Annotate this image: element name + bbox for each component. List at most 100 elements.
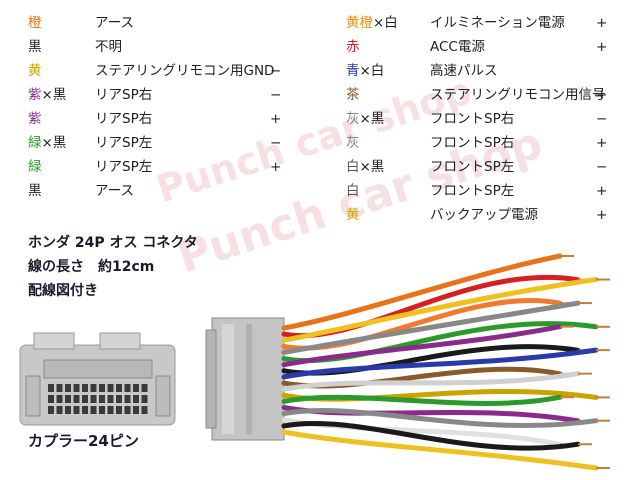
color-part: 青 bbox=[346, 63, 360, 79]
wire-function-label: リアSP左 bbox=[95, 159, 153, 175]
legend-row: 緑×黒リアSP左− bbox=[28, 132, 290, 154]
color-part: 黒 bbox=[28, 183, 42, 199]
wire bbox=[281, 300, 581, 355]
diagram-included: 配線図付き bbox=[28, 283, 98, 299]
color-part: 黒 bbox=[28, 39, 42, 55]
color-part: 黄 bbox=[346, 207, 360, 223]
color-part: 緑 bbox=[28, 159, 42, 175]
color-part: ×白 bbox=[373, 15, 398, 31]
color-part: ×白 bbox=[359, 63, 385, 79]
pin-hole bbox=[65, 395, 71, 403]
color-part: 白 bbox=[346, 183, 360, 199]
pin-hole bbox=[82, 384, 88, 392]
polarity-sign: − bbox=[270, 87, 282, 103]
polarity-sign: + bbox=[596, 207, 608, 223]
wire-color-name: 橙 bbox=[28, 15, 42, 31]
pin-hole bbox=[56, 406, 63, 414]
pin-hole bbox=[65, 406, 71, 414]
legend-row: 黒アース bbox=[28, 180, 290, 202]
wire-color-name: 青×白 bbox=[346, 63, 384, 79]
pin-hole bbox=[124, 395, 131, 403]
pin-hole bbox=[90, 384, 97, 392]
wire-function-label: フロントSP右 bbox=[430, 135, 515, 151]
wire bbox=[281, 429, 599, 471]
polarity-sign: + bbox=[270, 159, 282, 175]
wire-color-name: 黒 bbox=[28, 39, 42, 55]
wire-bundle bbox=[281, 253, 610, 471]
legend-row: 黒 不明 bbox=[28, 36, 290, 58]
wire-function-label: ACC電源 bbox=[430, 39, 485, 55]
color-part: ×黒 bbox=[41, 135, 67, 151]
legend-row: 灰フロントSP右+ bbox=[346, 132, 616, 154]
wire-function-label: ステアリングリモコン用信号 bbox=[430, 87, 606, 103]
color-part: 黄 bbox=[28, 63, 42, 79]
wire-color-name: 白 bbox=[346, 183, 360, 199]
connector-title: ホンダ 24P オス コネクタ bbox=[28, 235, 198, 251]
wire bbox=[281, 420, 581, 451]
wire-function-label: 高速パルス bbox=[430, 63, 498, 79]
pin-hole bbox=[82, 406, 88, 414]
polarity-sign: − bbox=[270, 63, 282, 79]
legend-row: 紫リアSP右+ bbox=[28, 108, 290, 130]
legend-row: 茶 ステアリングリモコン用信号+ bbox=[346, 84, 616, 106]
wire bbox=[281, 371, 581, 392]
polarity-sign: + bbox=[596, 87, 608, 103]
legend-row: 橙 アース bbox=[28, 12, 290, 34]
pin-hole bbox=[141, 406, 148, 414]
pin-hole bbox=[116, 395, 122, 403]
polarity-sign: − bbox=[596, 111, 608, 127]
color-part: ×黒 bbox=[41, 87, 67, 103]
pin-hole bbox=[124, 384, 131, 392]
wire-color-name: 黄橙×白 bbox=[346, 15, 398, 31]
pin-hole bbox=[116, 406, 122, 414]
legend-row: 黄橙×白イルミネーション電源+ bbox=[346, 12, 616, 34]
color-part: 茶 bbox=[346, 87, 360, 103]
pin-hole bbox=[73, 406, 80, 414]
wire-function-label: フロントSP左 bbox=[430, 183, 515, 199]
color-part: 紫 bbox=[28, 87, 42, 103]
pin-hole bbox=[73, 384, 80, 392]
pin-hole bbox=[99, 395, 105, 403]
wire-color-name: 紫×黒 bbox=[28, 87, 66, 103]
color-part: ×黒 bbox=[359, 111, 385, 127]
pin-hole bbox=[116, 384, 122, 392]
pin-hole bbox=[141, 384, 148, 392]
color-part: 黄橙 bbox=[346, 15, 373, 31]
color-part: 紫 bbox=[28, 111, 42, 127]
pin-hole bbox=[107, 395, 114, 403]
legend-row: 緑 リアSP左 + bbox=[28, 156, 290, 178]
color-part: 緑 bbox=[28, 135, 42, 151]
pin-hole bbox=[90, 395, 97, 403]
legend-row: 白×黒フロントSP左− bbox=[346, 156, 616, 178]
pin-hole bbox=[99, 384, 105, 392]
pin-hole bbox=[65, 384, 71, 392]
wire-function-label: 不明 bbox=[95, 39, 122, 55]
wire-color-name: 赤 bbox=[346, 39, 360, 55]
polarity-sign: + bbox=[596, 183, 608, 199]
legend-row: 黄バックアップ電源+ bbox=[346, 204, 616, 226]
wire-color-name: 黒 bbox=[28, 183, 42, 199]
wire bbox=[281, 408, 599, 428]
pin-hole bbox=[56, 395, 63, 403]
coupler-caption: カプラー24ピン bbox=[28, 432, 139, 450]
legend-row: 白 フロントSP左 + bbox=[346, 180, 616, 202]
harness-connector bbox=[205, 317, 285, 441]
wire-color-name: 白×黒 bbox=[346, 159, 384, 175]
pin-hole bbox=[73, 395, 80, 403]
wire bbox=[281, 253, 563, 331]
color-part: 橙 bbox=[28, 15, 42, 31]
pin-hole bbox=[133, 395, 139, 403]
wire-function-label: アース bbox=[95, 15, 135, 31]
pin-hole bbox=[48, 406, 54, 414]
color-part: 灰 bbox=[346, 111, 360, 127]
pin-hole bbox=[124, 406, 131, 414]
wire-color-name: 黄 bbox=[346, 207, 360, 223]
wire bbox=[281, 394, 563, 406]
wire-color-name: 緑×黒 bbox=[28, 135, 66, 151]
legend-row: 青×白 高速パルス bbox=[346, 60, 616, 82]
wire bbox=[281, 347, 599, 380]
wire-length: 線の長さ 約12cm bbox=[28, 259, 155, 275]
polarity-sign: − bbox=[270, 135, 282, 151]
pin-hole bbox=[133, 406, 139, 414]
